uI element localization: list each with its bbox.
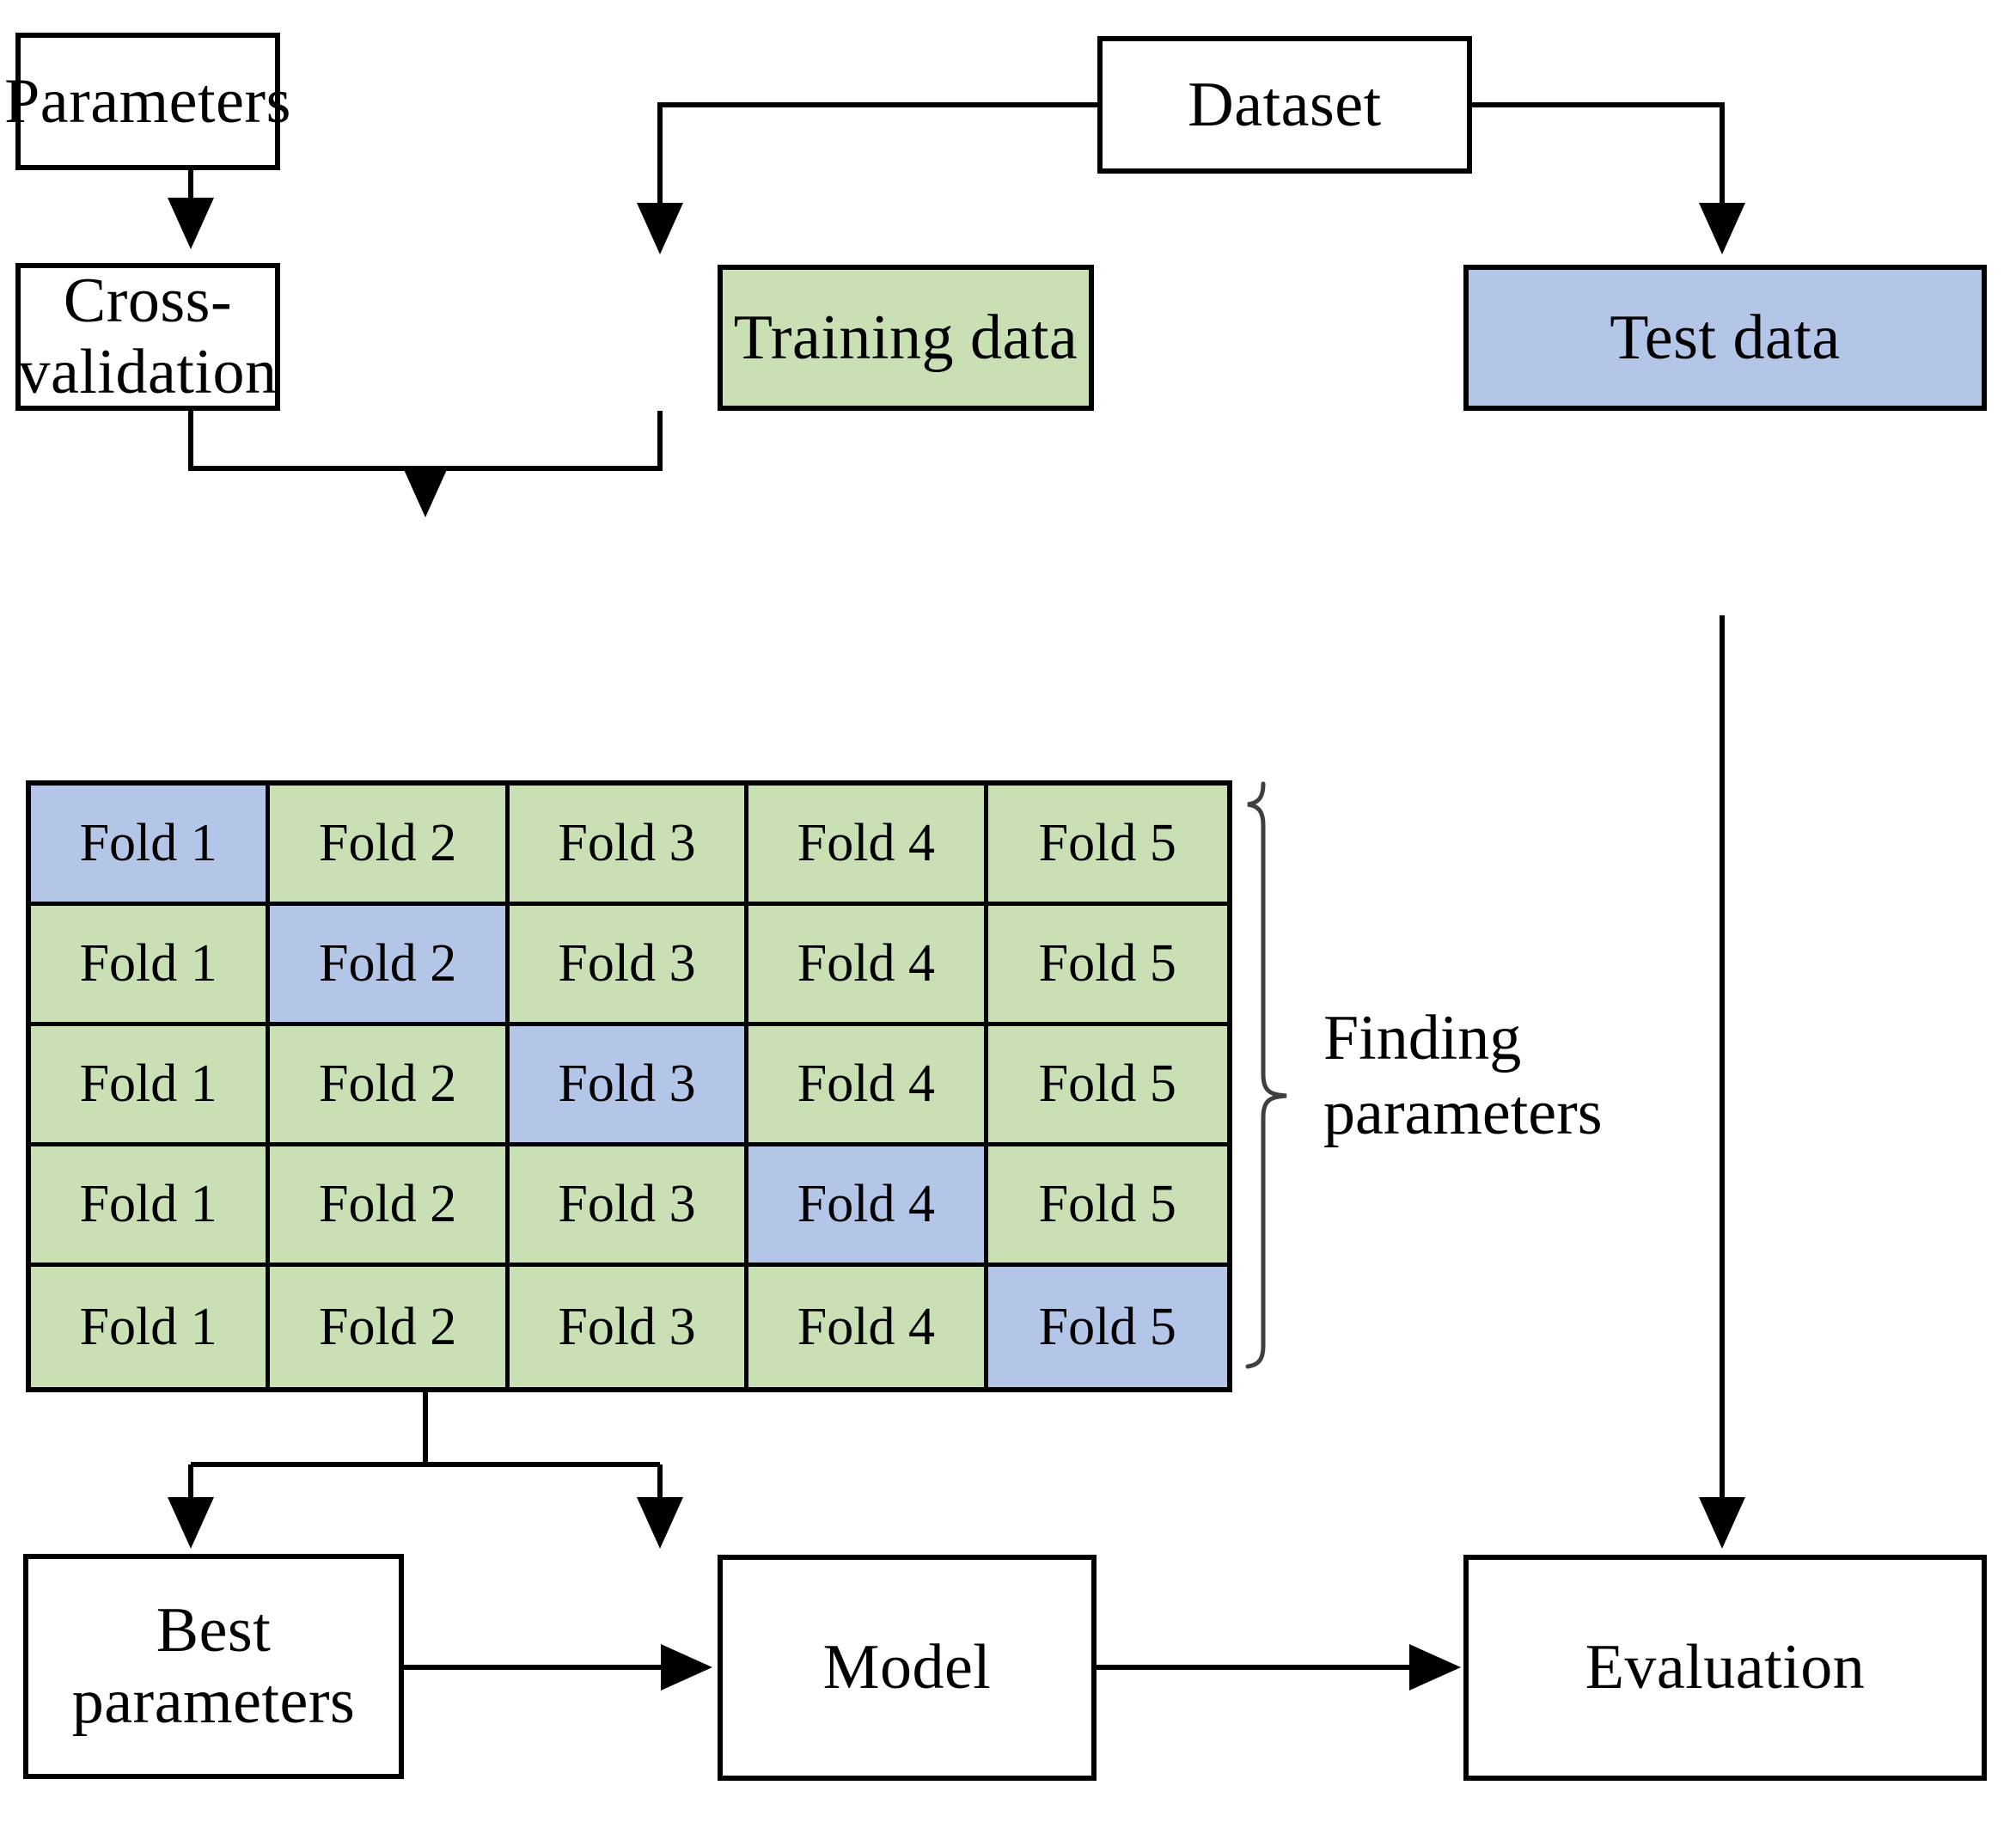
node-training-data-label: Training data bbox=[733, 302, 1078, 373]
finding-parameters-label: Finding parameters bbox=[1323, 1003, 1603, 1149]
fold-cell-label: Fold 2 bbox=[318, 1055, 457, 1113]
fold-cell-label: Fold 3 bbox=[558, 1297, 696, 1356]
fold-cell-r2-c5[interactable]: Fold 5 bbox=[987, 906, 1227, 1026]
fold-cell-r5-c4[interactable]: Fold 4 bbox=[748, 1267, 988, 1387]
fold-cell-r3-c4[interactable]: Fold 4 bbox=[748, 1026, 988, 1146]
node-dataset[interactable]: Dataset bbox=[1097, 36, 1472, 174]
node-dataset-label: Dataset bbox=[1188, 69, 1382, 140]
fold-cell-r5-c3[interactable]: Fold 3 bbox=[509, 1267, 749, 1387]
fold-cell-label: Fold 4 bbox=[797, 1175, 935, 1233]
fold-cell-label: Fold 2 bbox=[318, 1297, 457, 1356]
fold-grid: Fold 1 Fold 2 Fold 3 Fold 4 Fold 5 Fold 1 Fold… bbox=[26, 780, 1232, 1392]
arrow-fold-grid-to-bottom-row bbox=[168, 1390, 683, 1549]
node-cross-validation-label: Cross- validation bbox=[18, 266, 278, 407]
fold-cell-r4-c1[interactable]: Fold 1 bbox=[31, 1146, 271, 1267]
fold-cell-r2-c4[interactable]: Fold 4 bbox=[748, 906, 988, 1026]
fold-cell-r4-c5[interactable]: Fold 5 bbox=[987, 1146, 1227, 1267]
fold-cell-label: Fold 1 bbox=[79, 1055, 217, 1113]
fold-cell-label: Fold 3 bbox=[558, 1055, 696, 1113]
fold-cell-label: Fold 4 bbox=[797, 1297, 935, 1356]
fold-cell-label: Fold 5 bbox=[1038, 814, 1176, 872]
fold-cell-r1-c5[interactable]: Fold 5 bbox=[987, 786, 1227, 906]
fold-cell-r2-c3[interactable]: Fold 3 bbox=[509, 906, 749, 1026]
fold-cell-label: Fold 3 bbox=[558, 1175, 696, 1233]
fold-cell-label: Fold 2 bbox=[318, 1175, 457, 1233]
fold-cell-label: Fold 1 bbox=[79, 1175, 217, 1233]
fold-cell-r5-c5[interactable]: Fold 5 bbox=[987, 1267, 1227, 1387]
fold-cell-r5-c2[interactable]: Fold 2 bbox=[270, 1267, 510, 1387]
fold-cell-label: Fold 1 bbox=[79, 934, 217, 993]
fold-cell-label: Fold 4 bbox=[797, 814, 935, 872]
fold-cell-label: Fold 1 bbox=[79, 1297, 217, 1356]
fold-cell-label: Fold 4 bbox=[797, 934, 935, 993]
fold-cell-r5-c1[interactable]: Fold 1 bbox=[31, 1267, 271, 1387]
fold-cell-r4-c2[interactable]: Fold 2 bbox=[270, 1146, 510, 1267]
finding-parameters-brace bbox=[1245, 781, 1287, 1369]
node-parameters[interactable]: Parameters bbox=[4, 33, 290, 170]
node-evaluation-label: Evaluation bbox=[1585, 1632, 1866, 1703]
fold-cell-label: Fold 2 bbox=[318, 814, 457, 872]
fold-cell-label: Fold 2 bbox=[318, 934, 457, 993]
fold-cell-label: Fold 5 bbox=[1038, 1055, 1176, 1113]
arrow-dataset-to-test-data bbox=[1472, 102, 1745, 254]
fold-cell-r2-c1[interactable]: Fold 1 bbox=[31, 906, 271, 1026]
fold-cell-r1-c2[interactable]: Fold 2 bbox=[270, 786, 510, 906]
node-parameters-label: Parameters bbox=[4, 65, 291, 137]
node-test-data[interactable]: Test data bbox=[1463, 265, 1987, 411]
fold-cell-label: Fold 5 bbox=[1038, 1175, 1176, 1233]
node-cross-validation[interactable]: Cross- validation bbox=[15, 263, 280, 411]
fold-cell-r1-c3[interactable]: Fold 3 bbox=[509, 786, 749, 906]
fold-cell-r2-c2[interactable]: Fold 2 bbox=[270, 906, 510, 1026]
fold-cell-label: Fold 4 bbox=[797, 1055, 935, 1113]
node-model[interactable]: Model bbox=[718, 1555, 1097, 1781]
fold-cell-label: Fold 5 bbox=[1038, 934, 1176, 993]
fold-cell-r4-c4[interactable]: Fold 4 bbox=[748, 1146, 988, 1267]
fold-cell-r1-c1[interactable]: Fold 1 bbox=[31, 786, 271, 906]
fold-cell-r3-c1[interactable]: Fold 1 bbox=[31, 1026, 271, 1146]
arrow-crossvalidation-training-to-fold-grid bbox=[188, 411, 663, 517]
node-best-parameters[interactable]: Best parameters bbox=[23, 1554, 404, 1779]
fold-cell-label: Fold 5 bbox=[1038, 1297, 1176, 1356]
node-training-data[interactable]: Training data bbox=[718, 265, 1094, 411]
fold-cell-r1-c4[interactable]: Fold 4 bbox=[748, 786, 988, 906]
node-model-label: Model bbox=[822, 1632, 992, 1703]
arrow-dataset-to-training-data bbox=[637, 102, 1097, 254]
fold-cell-label: Fold 3 bbox=[558, 814, 696, 872]
fold-cell-r4-c3[interactable]: Fold 3 bbox=[509, 1146, 749, 1267]
node-best-parameters-label: Best parameters bbox=[71, 1595, 356, 1737]
node-evaluation[interactable]: Evaluation bbox=[1463, 1555, 1987, 1781]
node-test-data-label: Test data bbox=[1610, 302, 1841, 373]
fold-cell-r3-c3[interactable]: Fold 3 bbox=[509, 1026, 749, 1146]
fold-cell-r3-c5[interactable]: Fold 5 bbox=[987, 1026, 1227, 1146]
fold-cell-label: Fold 3 bbox=[558, 934, 696, 993]
fold-cell-r3-c2[interactable]: Fold 2 bbox=[270, 1026, 510, 1146]
fold-cell-label: Fold 1 bbox=[79, 814, 217, 872]
